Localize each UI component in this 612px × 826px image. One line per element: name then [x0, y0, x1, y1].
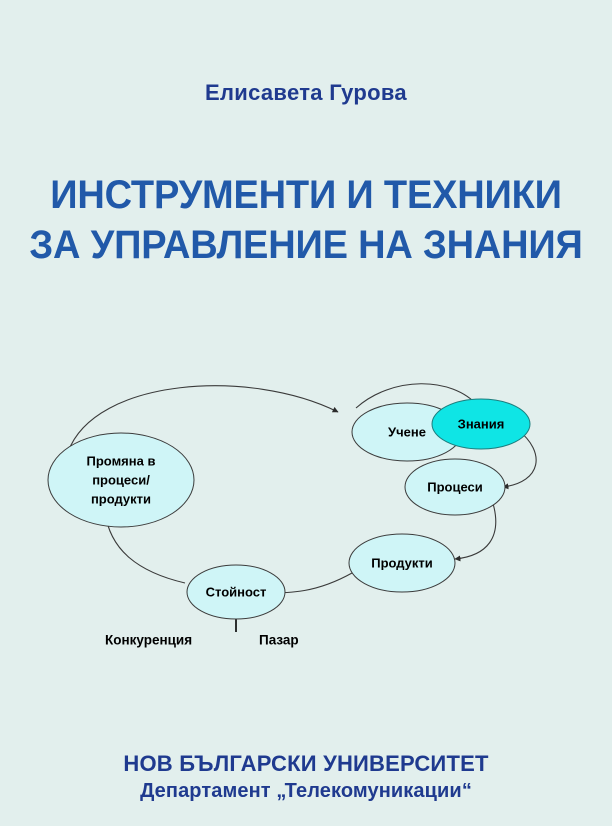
node-processes[interactable]: Процеси — [404, 458, 506, 516]
node-knowledge-shape — [431, 398, 531, 450]
node-processes-label: Процеси — [427, 479, 483, 494]
title-line-1: ИНСТРУМЕНТИ И ТЕХНИКИ — [50, 173, 562, 217]
node-knowledge-label: Знания — [458, 416, 505, 431]
edge-learning-to-knowledge — [355, 383, 479, 409]
publisher-name: НОВ БЪЛГАРСКИ УНИВЕРСИТЕТ — [123, 751, 489, 776]
label-competition: Конкуренция — [105, 633, 192, 648]
node-change-label-line1: Промяна в — [87, 453, 156, 468]
node-products-label: Продукти — [371, 555, 433, 570]
edge-processes-to-products — [454, 499, 497, 562]
node-value[interactable]: Стойност — [186, 564, 286, 620]
node-products-shape — [348, 533, 456, 593]
title-line-2: ЗА УПРАВЛЕНИЕ НА ЗНАНИЯ — [29, 223, 583, 267]
node-products[interactable]: Продукти — [348, 533, 456, 593]
node-change-shape — [47, 432, 195, 528]
department-name: Департамент „Телекомуникации“ — [140, 780, 472, 802]
node-processes-shape — [404, 458, 506, 516]
node-change[interactable]: Промяна в процеси/ продукти — [47, 432, 195, 528]
book-title: ИНСТРУМЕНТИ И ТЕХНИКИ ЗА УПРАВЛЕНИЕ НА З… — [0, 170, 612, 270]
node-value-label: Стойност — [206, 584, 267, 599]
author-name: Елисавета Гурова — [205, 80, 407, 105]
edge-change-to-learning — [67, 385, 339, 453]
node-knowledge[interactable]: Знания — [431, 398, 531, 450]
edge-knowledge-to-processes — [502, 429, 537, 490]
node-change-label-line3: продукти — [91, 491, 151, 506]
diagram-canvas: Промяна в процеси/ продукти Учене Знания… — [47, 383, 537, 648]
knowledge-cycle-diagram: Промяна в процеси/ продукти Учене Знания… — [0, 370, 612, 670]
label-market: Пазар — [259, 633, 299, 648]
footer: НОВ БЪЛГАРСКИ УНИВЕРСИТЕТ Департамент „Т… — [0, 750, 612, 804]
node-change-label-line2: процеси/ — [92, 472, 150, 487]
node-learning-label: Учене — [388, 424, 426, 439]
node-value-shape — [186, 564, 286, 620]
